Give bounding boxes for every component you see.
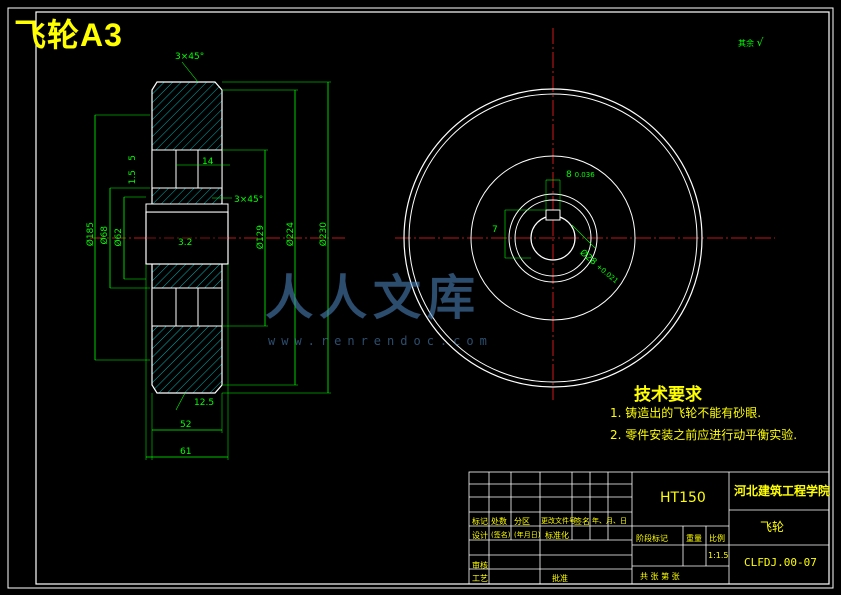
tb-design: 设计 [472,531,488,540]
tb-scale: 1:1.5 [708,551,729,560]
tb-stage-mark: 阶段标记 [636,534,668,543]
dim-key-width-tol: 0.036 [574,171,595,179]
dim-chamfer-mid: 3×45° [234,195,264,205]
rim-chamfer-circle [408,93,698,383]
roughness-note-label: 其余 [738,39,754,48]
tb-standard: 标准化 [545,531,569,540]
dim-3-2: 3.2 [178,238,193,248]
tb-weight: 重量 [686,534,702,543]
tb-school: 河北建筑工程学院 [734,484,831,498]
dim-key-width: 8 0.036 [566,170,595,180]
sheet-title: 飞轮A3 [14,17,123,53]
outer-frame [7,7,834,589]
dim-230: Ø230 [319,222,329,247]
tb-ratio: 比例 [709,534,725,543]
roughness-note: 其余 √ [738,36,764,49]
tech-req-heading: 技术要求 [634,385,702,405]
dim-12-5: 12.5 [194,398,215,408]
tb-label-change: 更改文件号 [541,517,576,525]
section-view [90,61,345,460]
tech-req-item-1: 1. 铸造出的飞轮不能有砂眼. [610,406,762,420]
tb-drawing-no: CLFDJ.00-07 [744,556,817,569]
hub-chamfer-circle [514,199,592,277]
dim-5: 5 [128,155,138,161]
tb-approve: 批准 [552,574,568,583]
tb-label-mark: 标记 [472,517,488,526]
dim-185: Ø185 [86,222,96,247]
watermark-text: 人人文库 [265,270,482,326]
tb-material: HT150 [660,490,706,506]
dim-14: 14 [202,157,214,167]
dim-key-height: 7 [492,225,498,235]
inner-frame [35,11,830,585]
dim-chamfer-top: 3×45° [175,52,205,62]
dim-1-5: 1.5 [128,170,138,185]
tb-label-zone: 分区 [514,517,530,526]
tb-review: 审核 [472,561,488,570]
tb-sheet-info: 共 张 第 张 [640,572,680,581]
watermark-url: www.renrendoc.com [268,334,493,348]
front-view [395,28,775,400]
hub-right-top [197,149,223,189]
keyway-slot [545,209,561,221]
dim-61: 61 [180,447,192,457]
web-recess-top [175,149,199,189]
tb-part-name: 飞轮 [760,520,785,534]
keyway [145,203,229,213]
hub-left-bottom [151,287,177,327]
tech-req-item-2: 2. 零件安装之前应进行动平衡实验. [610,428,798,442]
tb-design-date: (年月日) [514,531,541,539]
tb-label-sign: 签名 [574,517,590,526]
tb-process: 工艺 [472,574,488,583]
tb-label-count: 处数 [491,517,507,526]
rim-outer-circle [403,88,703,388]
roughness-check-icon: √ [756,36,764,49]
dim-62: Ø62 [114,228,124,247]
web-recess-bottom [175,287,199,327]
dim-224: Ø224 [286,222,296,247]
dim-68: Ø68 [100,226,110,245]
hub-circle [508,193,598,283]
tb-label-date: 年、月、日 [592,517,627,525]
dim-129: Ø129 [256,225,266,250]
hub-left-top [151,149,177,189]
dim-key-width-value: 8 [566,170,572,180]
tb-design-sign: (签名) [491,531,511,539]
hub-right-bottom [197,287,223,327]
title-block [468,471,830,585]
web-circle [470,155,636,321]
dim-52: 52 [180,420,192,430]
